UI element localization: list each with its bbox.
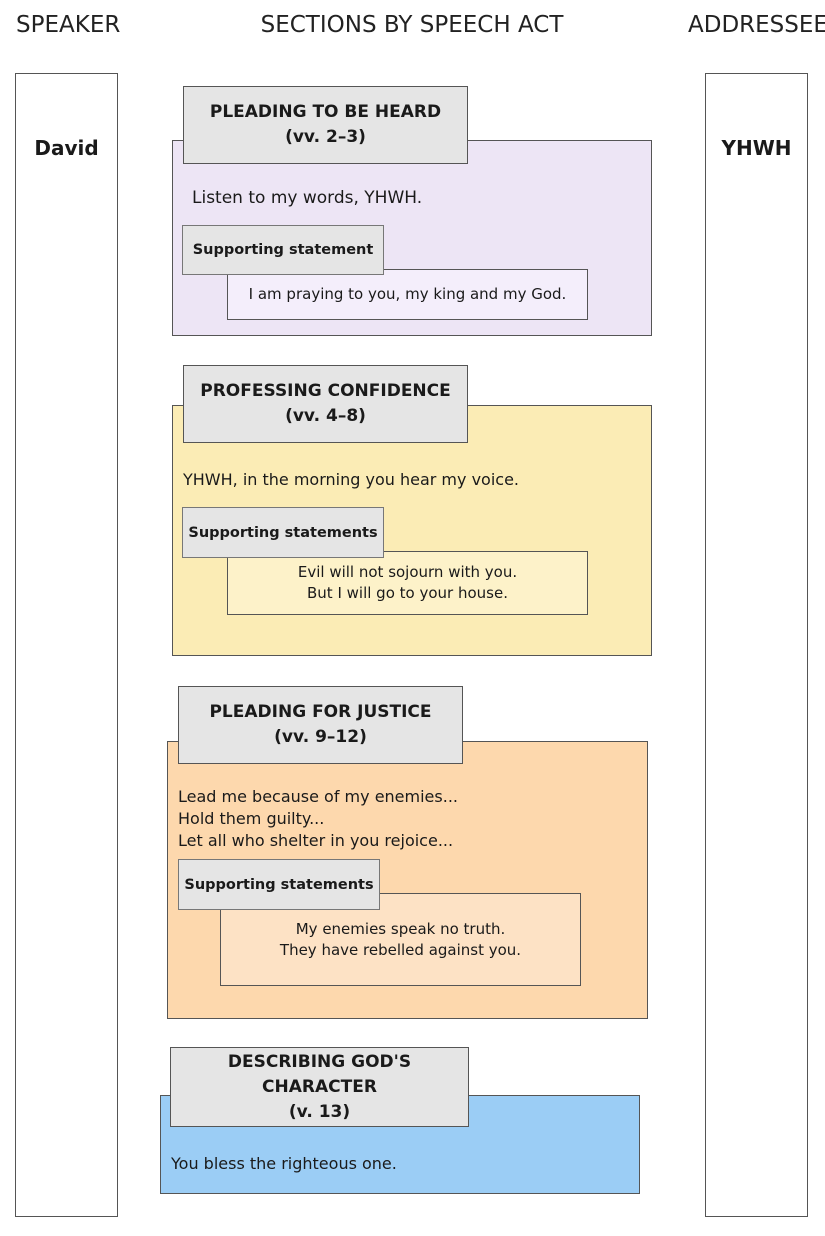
supporting-line: My enemies speak no truth. — [295, 919, 506, 938]
addressee-header: ADDRESSEE — [688, 12, 825, 38]
supporting-line: Evil will not sojourn with you. — [297, 563, 518, 581]
sections-header: SECTIONS BY SPEECH ACT — [260, 12, 564, 38]
statement-line: YHWH, in the morning you hear my voice. — [183, 470, 519, 489]
section-verses: (vv. 2–3) — [285, 127, 366, 147]
supporting-label: Supporting statement — [182, 225, 384, 275]
section-title: DESCRIBING GOD'S CHARACTER — [227, 1051, 412, 1097]
statement-line: Lead me because of my enemies... — [178, 787, 458, 806]
statement-line: Let all who shelter in you rejoice... — [178, 831, 454, 850]
section-statements: YHWH, in the morning you hear my voice. — [183, 469, 519, 491]
supporting-box: Evil will not sojourn with you. But I wi… — [227, 551, 588, 615]
statement-line: You bless the righteous one. — [171, 1154, 397, 1173]
statement-line: Hold them guilty... — [178, 809, 325, 828]
supporting-label: Supporting statements — [178, 859, 380, 910]
section-verses: (v. 13) — [288, 1101, 351, 1122]
section-title-tab: PLEADING TO BE HEARD (vv. 2–3) — [183, 86, 468, 164]
supporting-box: I am praying to you, my king and my God. — [227, 269, 588, 320]
speaker-column: David — [15, 73, 118, 1217]
section-title: PROFESSING CONFIDENCE — [200, 381, 451, 401]
supporting-line: I am praying to you, my king and my God. — [248, 285, 567, 303]
section-statements: Listen to my words, YHWH. — [192, 187, 422, 209]
section-title: PLEADING FOR JUSTICE — [209, 702, 432, 722]
supporting-label: Supporting statements — [182, 507, 384, 558]
section-statements: Lead me because of my enemies... Hold th… — [178, 786, 458, 852]
statement-line: Listen to my words, YHWH. — [192, 188, 423, 208]
section-verses: (vv. 4–8) — [285, 406, 366, 426]
addressee-name: YHWH — [721, 136, 792, 160]
supporting-line: But I will go to your house. — [307, 584, 508, 602]
speaker-header: SPEAKER — [16, 12, 121, 38]
section-title-tab: PLEADING FOR JUSTICE (vv. 9–12) — [178, 686, 463, 764]
section-statements: You bless the righteous one. — [171, 1153, 397, 1175]
addressee-column: YHWH — [705, 73, 808, 1217]
section-title-tab: DESCRIBING GOD'S CHARACTER (v. 13) — [170, 1047, 469, 1127]
section-title: PLEADING TO BE HEARD — [209, 102, 442, 122]
section-verses: (vv. 9–12) — [274, 727, 367, 747]
supporting-line: They have rebelled against you. — [279, 940, 522, 959]
section-title-tab: PROFESSING CONFIDENCE (vv. 4–8) — [183, 365, 468, 443]
speaker-name: David — [34, 136, 99, 160]
